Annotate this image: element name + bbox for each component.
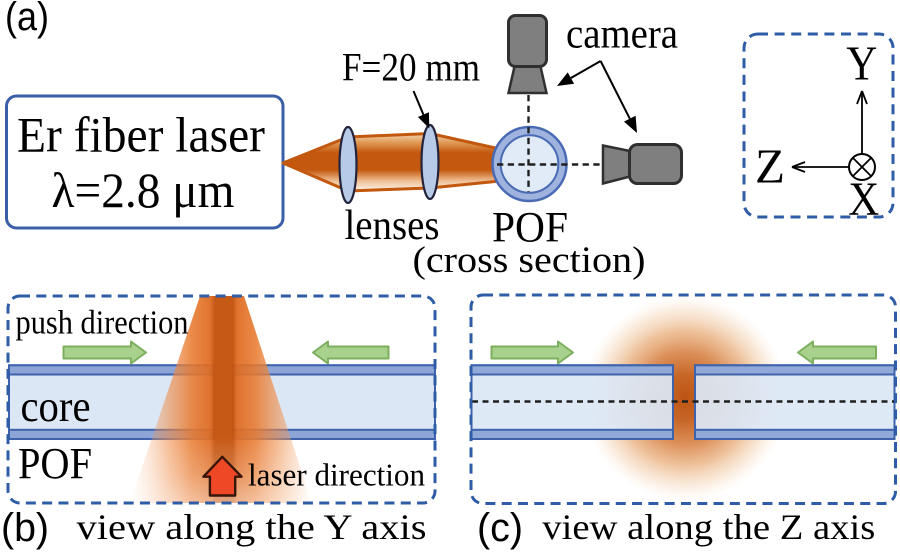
svg-text:POF: POF (18, 439, 92, 488)
svg-text:(cross section): (cross section) (413, 240, 646, 281)
svg-text:λ=2.8 μm: λ=2.8 μm (52, 162, 235, 218)
svg-text:lenses: lenses (345, 203, 440, 249)
svg-text:POF: POF (492, 205, 568, 252)
svg-text:view along the Z axis: view along the Z axis (542, 507, 875, 547)
svg-text:laser direction: laser direction (248, 457, 425, 493)
svg-text:F=20 mm: F=20 mm (342, 45, 480, 90)
svg-text:push direction: push direction (16, 305, 189, 342)
svg-text:Y: Y (846, 36, 877, 91)
svg-text:(a): (a) (5, 0, 49, 39)
svg-text:Z: Z (755, 139, 785, 194)
svg-text:(b): (b) (1, 506, 49, 550)
svg-text:core: core (21, 382, 91, 431)
svg-text:X: X (848, 173, 879, 226)
svg-text:(c): (c) (477, 506, 523, 550)
svg-text:Er fiber laser: Er fiber laser (17, 107, 265, 163)
svg-text:view along the Y axis: view along the Y axis (77, 507, 427, 547)
svg-text:camera: camera (566, 12, 678, 58)
